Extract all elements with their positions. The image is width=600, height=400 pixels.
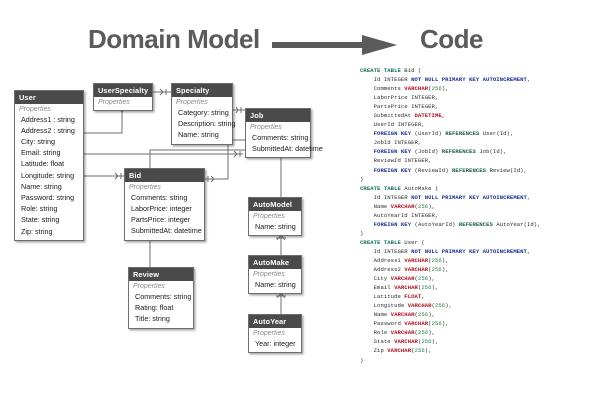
code-line: Address2 VARCHAR(256), <box>360 266 449 274</box>
entity-title: UserSpecialty <box>94 84 152 97</box>
entity-user[interactable]: User Properties Address1 : string Addres… <box>14 90 84 242</box>
page-title-code: Code <box>420 24 484 54</box>
code-line: Id INTEGER NOT NULL PRIMARY KEY AUTOINCR… <box>360 193 531 201</box>
entity-attribute: Name: string <box>178 129 219 139</box>
code-line: Name VARCHAR(256), <box>360 311 436 319</box>
entity-attribute: Rating: float <box>135 302 174 312</box>
code-line: AutoYearId INTEGER, <box>360 211 439 219</box>
code-line: FOREIGN KEY (UserId) REFERENCES User(Id)… <box>373 130 514 138</box>
entity-attribute: Zip: string <box>21 226 53 236</box>
entity-attribute: Description: string <box>178 118 236 128</box>
code-line: City VARCHAR(256), <box>360 275 436 283</box>
entity-automake[interactable]: AutoMake Properties Name: string <box>248 255 302 295</box>
entity-properties-label: Properties <box>19 106 51 113</box>
code-line: Name VARCHAR(256), <box>360 202 436 210</box>
entity-attribute: Latitude: float <box>21 159 65 169</box>
entity-title: AutoYear <box>249 315 301 328</box>
entity-title: AutoModel <box>249 198 301 211</box>
code-line: SubmittedAt DATETIME, <box>360 112 446 120</box>
entity-attribute: City: string <box>21 136 55 146</box>
sql-code-block: CREATE TABLE Bid ( Id INTEGER NOT NULL P… <box>360 66 598 365</box>
entity-title: Bid <box>125 169 204 182</box>
code-line: Zip VARCHAR(256), <box>360 347 432 355</box>
entity-attribute: Name: string <box>255 279 296 289</box>
entity-title: Specialty <box>172 84 232 97</box>
code-line: CREATE TABLE AutoMake ( <box>360 184 439 192</box>
entity-attribute: Address2 : string <box>21 125 75 135</box>
entity-title: Job <box>246 109 310 122</box>
entity-attribute: Longitude: string <box>21 170 75 180</box>
code-line: Latitude FLOAT, <box>360 293 425 301</box>
code-line: FOREIGN KEY (ReviewId) REFERENCES Review… <box>373 166 527 174</box>
code-line: Comments VARCHAR(256), <box>360 85 449 93</box>
code-line: CREATE TABLE User ( <box>360 238 425 246</box>
code-line: FOREIGN KEY (JobId) REFERENCES Job(Id), <box>373 148 507 156</box>
code-line: Password VARCHAR(256), <box>360 320 449 328</box>
entity-attribute: Name: string <box>255 221 296 231</box>
entity-review[interactable]: Review Properties Comments: string Ratin… <box>128 267 194 329</box>
code-line: ) <box>360 356 364 364</box>
entity-properties-label: Properties <box>253 271 285 278</box>
entity-attribute: Address1 : string <box>21 114 75 124</box>
entity-attribute: Name: string <box>21 181 62 191</box>
entity-attribute: SubmittedAt: datetime <box>252 143 323 153</box>
entity-attribute: PartsPrice: integer <box>131 214 191 224</box>
code-line: ReviewId INTEGER, <box>360 157 432 165</box>
entity-title: Review <box>129 268 193 281</box>
entity-attribute: Role: string <box>21 204 58 214</box>
page-title-domain-model: Domain Model <box>88 24 260 54</box>
code-line: CREATE TABLE Bid ( <box>360 67 422 74</box>
code-line: State VARCHAR(256), <box>360 338 439 346</box>
entity-properties-label: Properties <box>253 330 285 337</box>
entity-title: AutoMake <box>249 256 301 269</box>
entity-properties-label: Properties <box>133 283 165 290</box>
entity-attribute: Category: string <box>178 107 229 117</box>
entity-job[interactable]: Job Properties Comments: string Submitte… <box>245 108 323 159</box>
code-line: ) <box>360 229 364 237</box>
entity-automodel[interactable]: AutoModel Properties Name: string <box>248 197 302 237</box>
entity-userspecialty[interactable]: UserSpecialty Properties <box>93 83 153 111</box>
code-line: UserId INTEGER, <box>360 121 425 129</box>
entity-attribute: State: string <box>21 215 60 225</box>
entity-properties-label: Properties <box>176 99 208 106</box>
entity-attribute: LaborPrice: integer <box>131 203 192 213</box>
entity-attribute: Comments: string <box>131 192 188 202</box>
code-line: ) <box>360 175 364 183</box>
entity-properties-label: Properties <box>253 213 285 220</box>
code-line: Address1 VARCHAR(256), <box>360 256 449 264</box>
entity-attribute: SubmittedAt: datetime <box>131 226 202 236</box>
entity-attribute: Email: string <box>21 148 61 158</box>
code-line: Id INTEGER NOT NULL PRIMARY KEY AUTOINCR… <box>360 76 531 84</box>
entity-attribute: Comments: string <box>252 132 309 142</box>
code-line: Longitude VARCHAR(256), <box>360 302 453 310</box>
right-arrow-icon <box>272 35 397 55</box>
code-line: JobId INTEGER, <box>360 139 422 147</box>
code-line: FOREIGN KEY (AutoYearId) REFERENCES Auto… <box>373 220 541 228</box>
entity-attribute: Title: string <box>135 313 170 323</box>
entity-attribute: Comments: string <box>135 291 192 301</box>
entity-title: User <box>15 91 83 104</box>
entity-properties-label: Properties <box>98 99 130 106</box>
entity-autoyear[interactable]: AutoYear Properties Year: integer <box>248 314 302 354</box>
entity-bid[interactable]: Bid Properties Comments: string LaborPri… <box>124 168 205 241</box>
entity-attribute: Year: integer <box>255 338 296 348</box>
entity-properties-label: Properties <box>250 124 282 131</box>
code-line: PartsPrice INTEGER, <box>360 103 439 111</box>
code-line: Email VARCHAR(256), <box>360 284 439 292</box>
code-line: Role VARCHAR(256), <box>360 329 436 337</box>
entity-specialty[interactable]: Specialty Properties Category: string De… <box>171 83 236 145</box>
code-line: LaborPrice INTEGER, <box>360 94 439 102</box>
entity-attribute: Password: string <box>21 193 75 203</box>
entity-properties-label: Properties <box>129 184 161 191</box>
code-line: Id INTEGER NOT NULL PRIMARY KEY AUTOINCR… <box>360 247 531 255</box>
